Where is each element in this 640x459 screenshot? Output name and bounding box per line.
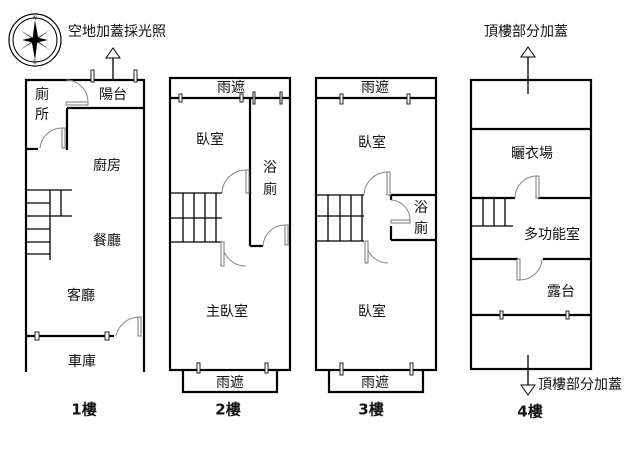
room-label-bath: 浴	[414, 200, 428, 216]
floor-2-plan: 雨遮 臥室 浴 廁 主臥室 雨遮 2樓	[168, 76, 292, 419]
floor-3-outer-wall	[314, 76, 438, 372]
floor-label-1: 1樓	[71, 401, 96, 419]
room-label-bath: 廁	[263, 181, 277, 198]
room-label-canopy: 雨遮	[216, 375, 244, 391]
window	[90, 69, 95, 83]
floor-4-outer-wall	[469, 78, 593, 371]
arrow-down-icon	[520, 384, 536, 396]
room-label-kitchen: 廚房	[93, 157, 121, 174]
room-label-terrace: 露台	[547, 284, 575, 300]
floor-1-outer-wall	[24, 78, 146, 372]
room-label-multipurpose: 多功能室	[524, 226, 580, 243]
room-label-bath: 浴	[263, 160, 277, 176]
window	[133, 69, 138, 83]
compass-north-label: N	[33, 16, 37, 22]
room-label-living: 客廳	[67, 287, 95, 304]
room-label-bedroom: 臥室	[358, 134, 386, 151]
compass-icon: N S	[8, 13, 62, 67]
floor-3-plan: 雨遮 臥室 浴 廁 臥室 雨遮 3樓	[314, 76, 438, 419]
arrow-up-icon	[520, 46, 536, 58]
floor-label-3: 3樓	[358, 401, 383, 419]
note-roof-addition-bottom: 頂樓部分加蓋	[538, 377, 622, 393]
room-label-bedroom: 臥室	[358, 303, 386, 320]
room-label-bath: 廁	[414, 220, 428, 237]
arrow-up-icon	[105, 47, 121, 59]
room-label-garage: 車庫	[68, 353, 96, 370]
room-label-master-bedroom: 主臥室	[206, 303, 248, 320]
room-label-canopy: 雨遮	[361, 375, 389, 391]
room-label-canopy: 雨遮	[361, 80, 389, 96]
compass-south-label: S	[33, 60, 36, 66]
floor-label-2: 2樓	[215, 401, 240, 419]
floor-label-4: 4樓	[517, 403, 542, 421]
room-label-dining: 餐廳	[93, 232, 121, 249]
floor-4-plan: 頂樓部分加蓋 頂樓部分加蓋 曬衣場 多功能室 露台 4樓	[469, 24, 622, 421]
room-label-toilet: 所	[35, 107, 49, 123]
floor-1-plan: 廁 所 陽台 廚房 餐廳 客廳 車庫 1樓	[24, 47, 146, 419]
note-roof-addition-top: 頂樓部分加蓋	[484, 24, 568, 40]
note-courtyard-addition: 空地加蓋採光照	[68, 24, 166, 40]
room-label-bedroom: 臥室	[196, 131, 224, 148]
room-label-canopy: 雨遮	[217, 80, 245, 96]
floor-2-outer-wall	[168, 76, 292, 372]
room-label-laundry: 曬衣場	[511, 146, 553, 162]
room-label-balcony: 陽台	[99, 87, 127, 103]
room-label-toilet: 廁	[35, 86, 49, 103]
